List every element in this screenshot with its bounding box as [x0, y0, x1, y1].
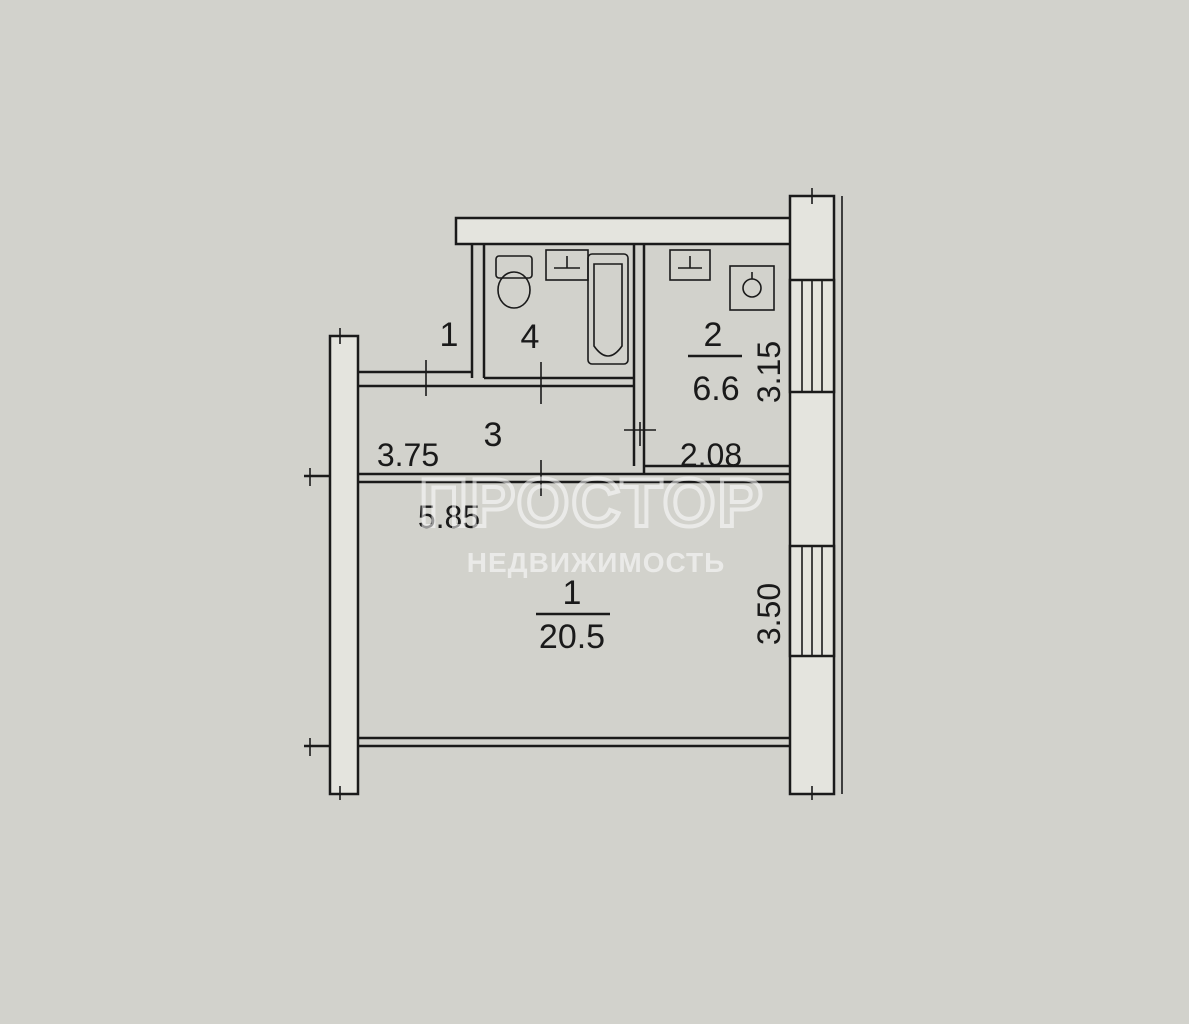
stove-icon [729, 265, 775, 311]
toilet-icon [495, 255, 533, 309]
room-2-area: 6.6 [692, 370, 739, 408]
kitchen-sink-icon [669, 249, 711, 281]
top-wall [454, 216, 794, 246]
bathtub-icon [587, 253, 629, 365]
dimension-labels: 3.75 2.08 5.85 3.15 3.50 [377, 341, 787, 645]
dimension-2-08: 2.08 [680, 437, 742, 473]
dimension-3-15: 3.15 [751, 341, 787, 403]
window-living-room [788, 544, 836, 658]
room-3-number: 3 [484, 416, 503, 454]
windows [788, 278, 836, 658]
watermark-subtitle: НЕДВИЖИМОСТЬ [467, 547, 725, 578]
room-2-number: 2 [704, 316, 723, 354]
bathroom-sink-icon [545, 249, 589, 281]
window-kitchen [788, 278, 836, 394]
room-1-number: 1 [563, 574, 582, 612]
room-4-number: 4 [521, 318, 540, 356]
dimension-3-75: 3.75 [377, 437, 439, 473]
dimension-3-50: 3.50 [751, 583, 787, 645]
dimension-5-85: 5.85 [418, 499, 480, 535]
left-wall [328, 334, 360, 796]
watermark-brand: ПРОСТОР [419, 465, 765, 541]
watermark: ПРОСТОР НЕДВИЖИМОСТЬ [417, 463, 765, 578]
fixtures [495, 249, 775, 365]
closet-label: 1 [440, 316, 459, 354]
room-labels: 1 20.5 2 6.6 3 4 1 [440, 316, 742, 656]
room-1-area: 20.5 [539, 618, 605, 656]
partitions [358, 244, 790, 748]
